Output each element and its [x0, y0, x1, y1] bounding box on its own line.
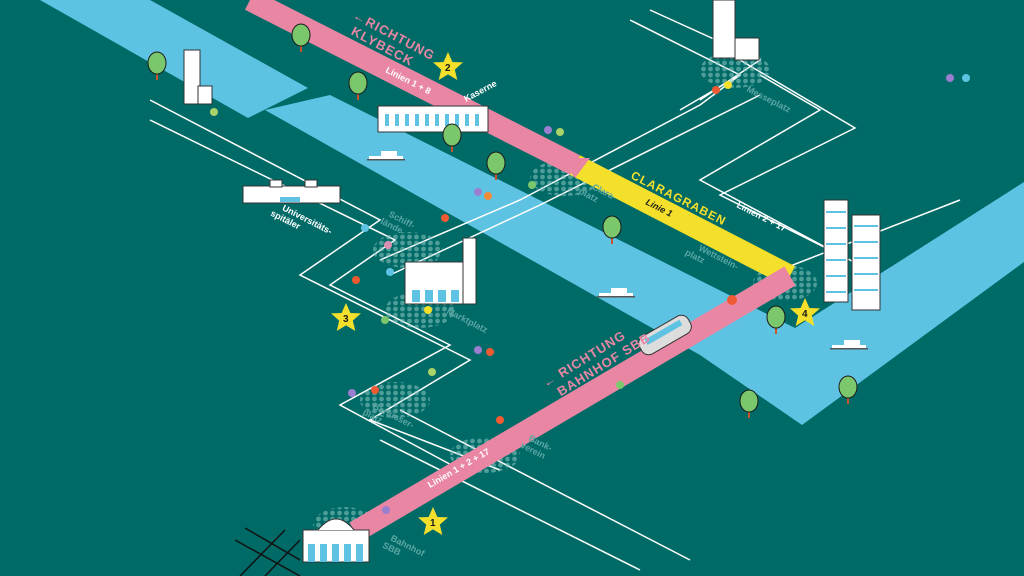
tram-label-messe: Linien 2 + 17 [735, 200, 788, 234]
bahnhof-sbb-building [302, 518, 370, 563]
river-upper-left [40, 0, 308, 118]
tree-icon [348, 71, 368, 101]
tram-line-claragraben [569, 155, 796, 286]
stop-label-marktplatz: Marktplatz [445, 306, 490, 335]
pedestrians [210, 74, 970, 514]
university-hospital-building [242, 179, 341, 204]
svg-text:4: 4 [802, 309, 808, 320]
roche-towers [823, 199, 881, 311]
rathaus-building [404, 237, 477, 305]
tree-icon [442, 123, 462, 153]
svg-text:3: 3 [343, 314, 349, 325]
tram-vehicle [638, 314, 692, 356]
tree-icon [147, 51, 167, 81]
river-rhine [265, 95, 1024, 425]
svg-text:2: 2 [445, 63, 451, 74]
star-marker-3[interactable]: 3 [331, 303, 361, 331]
star-marker-4[interactable]: 4 [790, 298, 820, 326]
kaserne-building [377, 105, 489, 133]
star-marker-2[interactable]: 2 [433, 52, 463, 80]
place-label-kaserne: Kaserne [462, 78, 498, 104]
messe-tower-buildings [712, 0, 760, 61]
tram-line-1-2-17 [349, 266, 796, 542]
tower-building [183, 49, 213, 105]
tree-icon [739, 389, 759, 419]
svg-text:1: 1 [430, 518, 436, 529]
tree-icon [291, 23, 311, 53]
star-marker-1[interactable]: 1 [418, 507, 448, 535]
rail-grid [234, 527, 301, 576]
tree-icon [838, 375, 858, 405]
